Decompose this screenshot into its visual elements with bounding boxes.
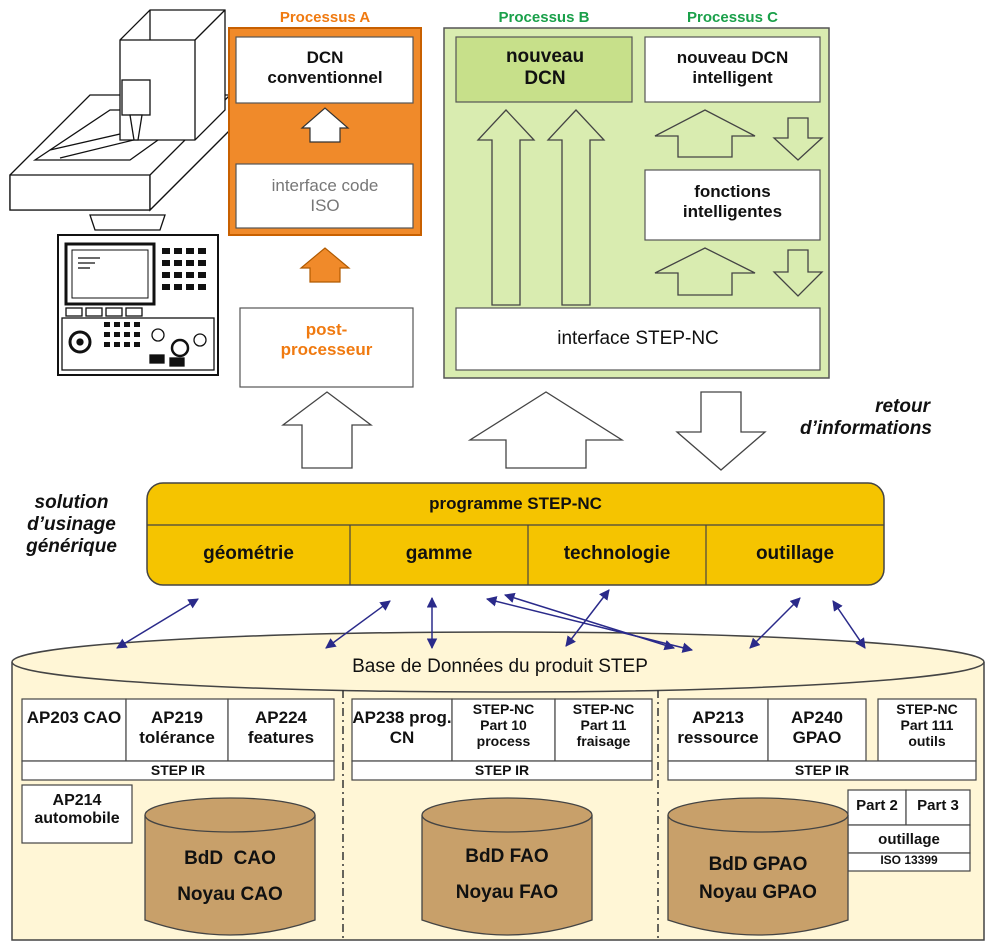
ap203-label: AP203 CAO	[26, 708, 122, 727]
intelligent-functions-label: fonctions intelligentes	[682, 182, 783, 221]
post-processor-label: post- processeur	[280, 320, 373, 359]
up-arrow	[654, 109, 756, 158]
cam-database	[421, 797, 593, 936]
up-arrow	[467, 391, 625, 469]
process-a-interface-label: interface code ISO	[271, 176, 379, 215]
process-a-interface-box	[235, 163, 414, 229]
ap214-label: AP214 automobile	[34, 792, 120, 828]
gpao-database	[667, 797, 849, 936]
program-title: programme STEP-NC	[429, 494, 602, 513]
process-a-panel	[228, 27, 422, 236]
ap238-label: AP238 prog. CN	[352, 708, 452, 747]
step-nc-part10-label: STEP-NC Part 10 process	[472, 701, 535, 750]
up-arrow	[654, 247, 756, 296]
step-nc-part11-label: STEP-NC Part 11 fraisage	[572, 701, 635, 750]
up-arrow	[300, 107, 350, 143]
right-ap-boxes	[667, 698, 977, 872]
cam-db-line2: Noyau FAO	[455, 882, 559, 903]
post-processor-box	[239, 307, 414, 388]
process-b-dcn-label: nouveau DCN	[505, 46, 585, 89]
tooling-label: outillage	[878, 831, 940, 848]
process-c-dcn-label: nouveau DCN intelligent	[676, 48, 789, 87]
intelligent-functions-box	[644, 169, 821, 241]
ap219-label: AP219 tolérance	[139, 708, 215, 747]
process-b-title: Processus B	[498, 9, 590, 26]
cam-db-line1: BdD FAO	[465, 846, 549, 867]
step-nc-interface-label: interface STEP-NC	[557, 328, 719, 349]
down-arrow	[675, 391, 767, 471]
program-cell-process-plan: gamme	[405, 543, 473, 564]
step-nc-program-block	[146, 482, 885, 586]
process-a-title: Processus A	[279, 9, 371, 26]
ap213-label: AP213 ressource	[677, 708, 759, 747]
process-bc-panel	[443, 27, 830, 379]
ap224-label: AP224 features	[247, 708, 315, 747]
ap240-label: AP240 GPAO	[791, 708, 843, 747]
up-arrow	[281, 391, 373, 469]
link-arrows	[116, 589, 866, 653]
tall-up-arrow	[476, 109, 536, 306]
orange-up-arrow	[299, 247, 351, 283]
step-nc-interface-box	[455, 307, 821, 371]
left-ap-boxes	[21, 698, 335, 844]
tall-up-arrow	[546, 109, 606, 306]
part3-label: Part 3	[917, 797, 959, 814]
process-c-dcn-box	[644, 36, 821, 103]
gpao-db-line2: Noyau GPAO	[699, 882, 817, 903]
cad-db-line1: BdD CAO	[184, 848, 276, 869]
part2-label: Part 2	[856, 797, 898, 814]
gpao-db-line1: BdD GPAO	[708, 854, 808, 875]
iso13399-label: ISO 13399	[880, 853, 938, 867]
down-arrow	[772, 117, 824, 161]
generic-solution-label: solution d’usinage générique	[26, 492, 117, 557]
process-b-dcn-box	[455, 36, 633, 103]
program-cell-tooling: outillage	[755, 543, 835, 564]
process-a-dcn-label: DCN conventionnel	[267, 48, 383, 87]
machine-tool-illustration	[9, 9, 231, 376]
feedback-label: retour d’informations	[800, 396, 932, 439]
step-ir-left: STEP IR	[150, 762, 206, 778]
database-title: Base de Données du produit STEP	[352, 656, 648, 677]
cad-database	[144, 797, 316, 936]
cad-db-line2: Noyau CAO	[177, 884, 283, 905]
down-arrow	[772, 249, 824, 297]
middle-ap-boxes	[351, 698, 653, 781]
program-cell-technology: technologie	[563, 543, 671, 564]
step-ir-middle: STEP IR	[474, 762, 530, 778]
process-a-dcn-box	[235, 36, 414, 104]
step-ir-right: STEP IR	[794, 762, 850, 778]
process-c-title: Processus C	[687, 9, 778, 26]
program-cell-geometry: géométrie	[203, 543, 294, 564]
step-nc-part111-label: STEP-NC Part 111 outils	[896, 701, 958, 750]
